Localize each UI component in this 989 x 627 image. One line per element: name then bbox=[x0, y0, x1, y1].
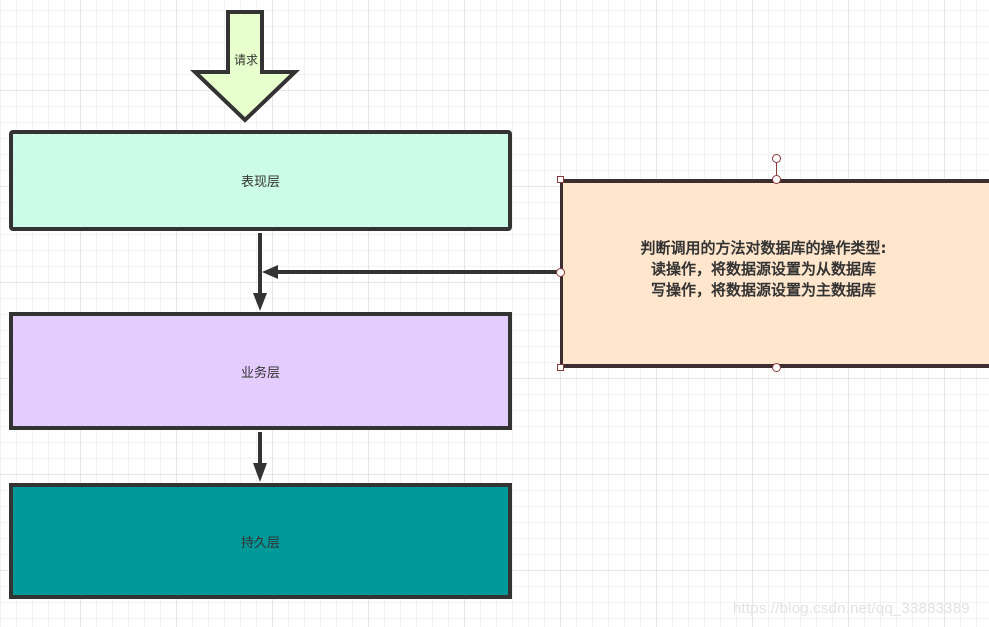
arrowhead-presentation-to-business bbox=[253, 293, 267, 311]
business-layer-box[interactable]: 业务层 bbox=[9, 312, 512, 430]
note-line-title: 判断调用的方法对数据库的操作类型: bbox=[640, 238, 887, 257]
persistence-layer-label: 持久层 bbox=[240, 535, 280, 551]
presentation-layer-label: 表现层 bbox=[240, 175, 280, 190]
note-line-read: 读操作，将数据源设置为从数据库 bbox=[650, 259, 876, 278]
request-arrow-shape[interactable] bbox=[190, 10, 300, 123]
resize-handle-top[interactable] bbox=[772, 175, 781, 184]
resize-handle-left[interactable] bbox=[556, 268, 565, 277]
note-line-write: 写操作，将数据源设置为主数据库 bbox=[650, 280, 876, 299]
watermark: https://blog.csdn.net/qq_33883389 bbox=[733, 600, 970, 617]
resize-handle-bottom-left[interactable] bbox=[557, 364, 564, 371]
rotate-handle-stem bbox=[776, 163, 777, 177]
note-text: 判断调用的方法对数据库的操作类型: 读操作，将数据源设置为从数据库 写操作，将数… bbox=[640, 238, 886, 301]
arrowhead-note-to-layers bbox=[262, 265, 278, 279]
business-layer-label: 业务层 bbox=[240, 365, 280, 381]
resize-handle-top-left[interactable] bbox=[557, 176, 564, 183]
resize-handle-bottom[interactable] bbox=[772, 363, 781, 372]
presentation-layer-box[interactable]: 表现层 bbox=[9, 130, 512, 231]
rotate-handle[interactable] bbox=[772, 154, 781, 163]
datasource-routing-note[interactable]: 判断调用的方法对数据库的操作类型: 读操作，将数据源设置为从数据库 写操作，将数… bbox=[560, 179, 989, 368]
persistence-layer-box[interactable]: 持久层 bbox=[9, 483, 512, 599]
request-label: 请求 bbox=[233, 53, 258, 67]
arrowhead-business-to-persistence bbox=[253, 463, 267, 482]
